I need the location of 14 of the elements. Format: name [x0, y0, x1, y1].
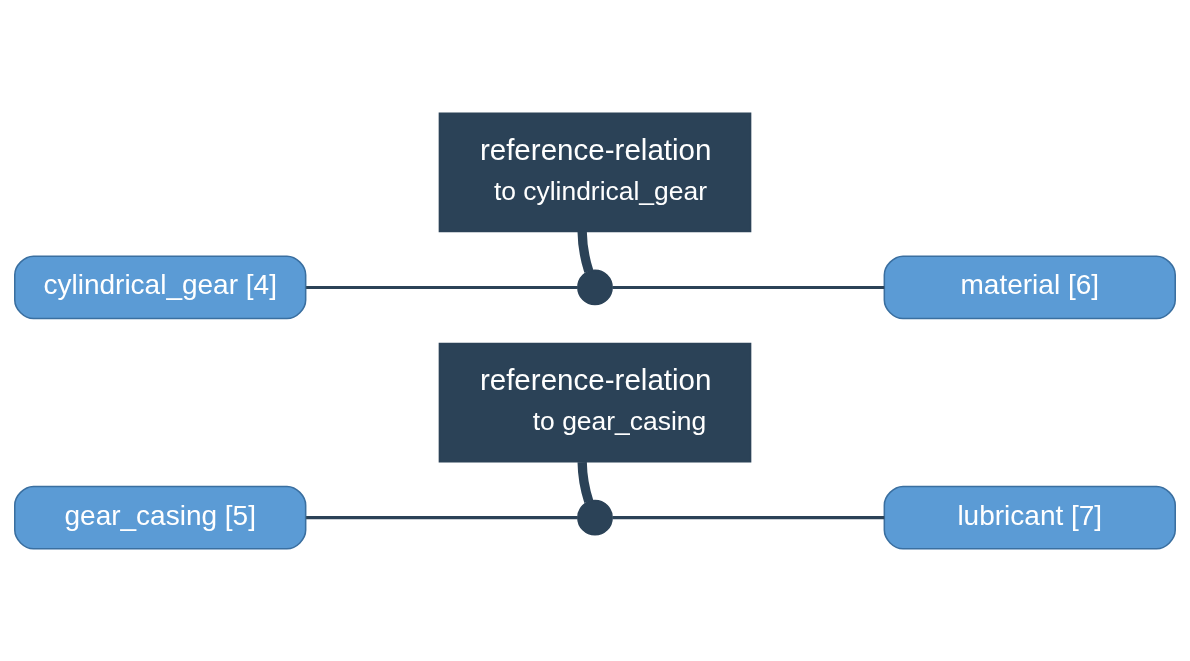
- connector: [577, 461, 594, 503]
- node-box: lubricant [7]: [883, 485, 1176, 550]
- node-box: material [6]: [883, 255, 1176, 319]
- connector: [306, 285, 578, 289]
- connector: [577, 231, 594, 273]
- node-circle: [577, 499, 613, 536]
- node-box: gear_casing [5]: [14, 485, 307, 550]
- node-box: reference-relation to cylindrical_gear: [438, 111, 752, 232]
- node-box: cylindrical_gear [4]: [14, 255, 307, 319]
- node-box: reference-relation to gear_casing: [438, 342, 752, 462]
- connector: [612, 285, 885, 289]
- node-circle: [577, 269, 613, 305]
- connector: [612, 515, 885, 519]
- connector: [306, 515, 578, 519]
